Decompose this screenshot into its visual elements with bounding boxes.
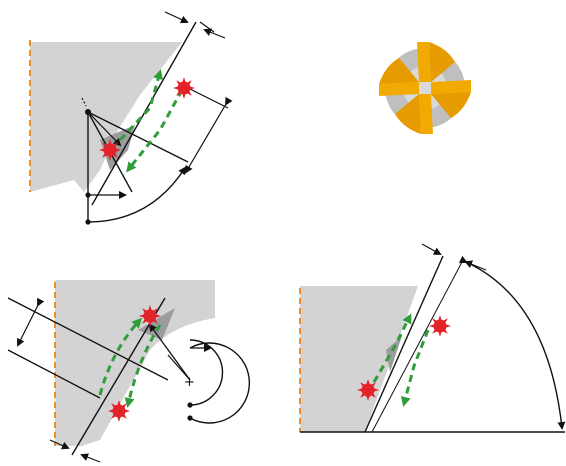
radius-arrow <box>87 111 122 147</box>
tool-edge-line <box>91 21 197 206</box>
panel-bottom-right <box>299 243 566 433</box>
point-marker <box>187 402 193 408</box>
dimension-line <box>187 87 229 109</box>
dimension-arrow <box>164 11 189 24</box>
workpiece <box>30 42 182 192</box>
contact-marker-icon <box>139 305 161 327</box>
dimension-arrow <box>80 453 101 463</box>
angle-arc <box>87 166 187 223</box>
panel-bottom-left: + <box>7 280 251 463</box>
point-marker <box>85 219 91 225</box>
radius-line <box>148 323 191 381</box>
dimension-line <box>184 96 233 174</box>
green-path-arrow <box>118 69 163 142</box>
workpiece <box>300 286 418 432</box>
contact-marker-icon <box>429 315 451 337</box>
dimension-arrow <box>203 28 226 39</box>
dimension-line <box>199 21 215 33</box>
radius-line <box>87 111 189 163</box>
dimension-line <box>7 349 101 399</box>
panel-top-right <box>379 42 471 134</box>
green-path-arrow <box>124 324 162 408</box>
arc-line <box>189 339 224 406</box>
angle-arc <box>458 255 566 430</box>
center-point <box>85 109 91 115</box>
panel-top-left <box>29 11 233 225</box>
center-tick <box>81 97 87 107</box>
arc-line <box>189 342 251 424</box>
tool-edge-line <box>364 255 444 433</box>
end-mill-flute-icon <box>379 42 471 134</box>
chip-shadow <box>386 336 402 372</box>
point-marker <box>85 192 91 198</box>
green-path-arrow <box>126 89 184 173</box>
contact-marker-icon <box>108 400 130 422</box>
dimension-arrow <box>421 243 442 255</box>
green-path-arrow <box>98 317 143 396</box>
center-cross: + <box>184 375 195 390</box>
contact-marker-icon <box>173 77 195 99</box>
point-marker <box>187 415 193 421</box>
green-path-arrow <box>372 313 412 383</box>
chip-shadow <box>100 125 135 170</box>
dimension-arrow <box>49 439 70 450</box>
dimension-line <box>17 297 45 347</box>
green-path-arrow <box>400 329 430 407</box>
tool-edge-line <box>371 261 463 433</box>
contact-marker-icon <box>357 379 379 401</box>
contact-marker-icon <box>99 139 121 161</box>
radius-line <box>167 354 191 381</box>
